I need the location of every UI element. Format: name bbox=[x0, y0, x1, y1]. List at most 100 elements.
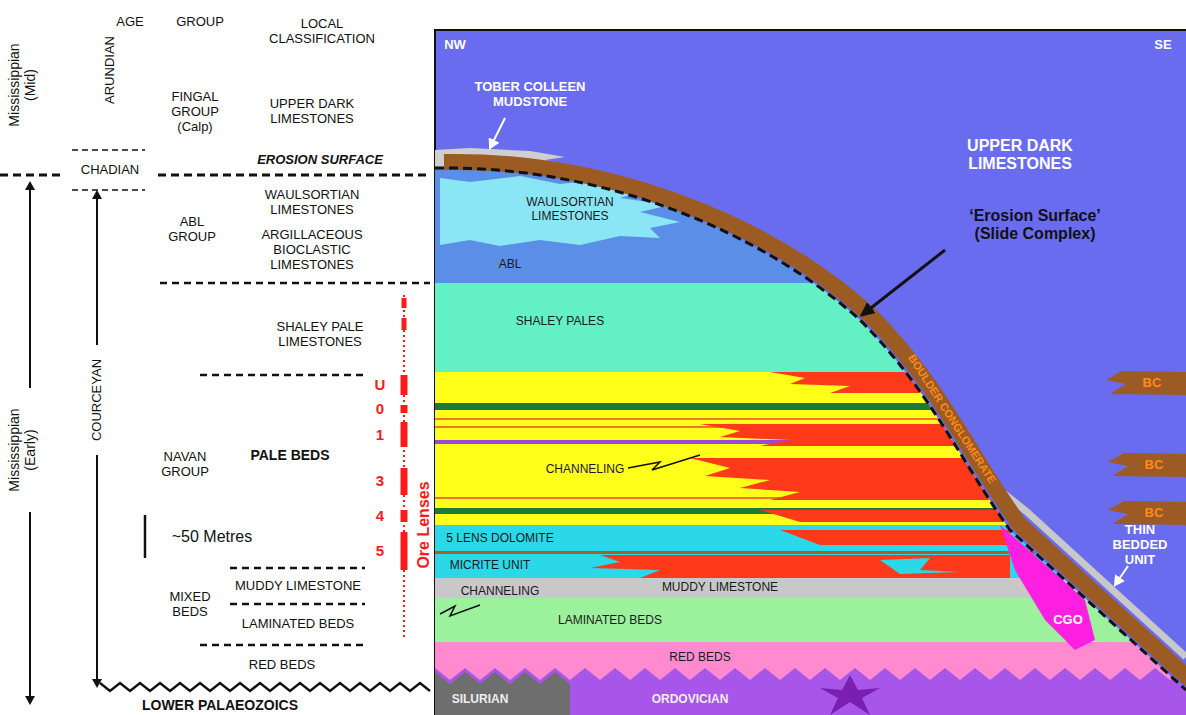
left-column-lines bbox=[230, 567, 365, 570]
layer-label: 1 bbox=[376, 426, 384, 443]
layer-label: TOBER COLLEEN MUDSTONE bbox=[470, 80, 590, 110]
layer-label: CGO bbox=[1053, 613, 1083, 628]
left-column-lines bbox=[29, 512, 31, 703]
erosion-surface bbox=[435, 168, 1186, 690]
layer-label: SE bbox=[1154, 38, 1171, 53]
layer-label: 3 bbox=[376, 472, 384, 489]
strata bbox=[435, 372, 1186, 525]
left-column-lines bbox=[0, 150, 430, 703]
left-column-lines bbox=[72, 189, 145, 191]
layer-label: ARGILLACEOUS BIOCLASTIC LIMESTONES bbox=[255, 228, 370, 273]
ore-lens-bars bbox=[401, 422, 408, 447]
layer-label: RED BEDS bbox=[249, 658, 315, 673]
strata bbox=[440, 605, 480, 616]
layer-label: SHALEY PALE LIMESTONES bbox=[260, 320, 380, 350]
left-column-lines bbox=[96, 455, 98, 686]
leader-arrows bbox=[1115, 566, 1128, 585]
left-column-lines bbox=[160, 282, 430, 285]
ore-lens-bars bbox=[403, 295, 405, 640]
strata bbox=[690, 458, 1010, 500]
layer-label: CHADIAN bbox=[81, 163, 140, 178]
left-column-lines bbox=[0, 174, 62, 177]
left-column-lines bbox=[29, 183, 31, 388]
layer-label: PALE BEDS bbox=[250, 447, 329, 463]
ore-lens-bars bbox=[401, 375, 408, 395]
layer-label: UPPER DARK LIMESTONES bbox=[950, 137, 1090, 174]
leader-arrows bbox=[490, 118, 505, 148]
strata bbox=[590, 555, 1010, 578]
left-column-lines bbox=[96, 192, 98, 345]
strata bbox=[760, 510, 1010, 522]
bc-fingers bbox=[1108, 453, 1186, 477]
layer-label: BC bbox=[1145, 506, 1164, 521]
ore-lens-bars bbox=[402, 298, 407, 308]
thin-bedded-unit bbox=[990, 482, 1186, 657]
layer-label: MUDDY LIMESTONE bbox=[235, 579, 361, 594]
leader-arrows bbox=[862, 250, 945, 315]
layer-label: COURCEYAN bbox=[90, 359, 105, 441]
strata bbox=[770, 372, 1010, 393]
layer-label: SILURIAN bbox=[452, 693, 509, 707]
layer-label: 0 bbox=[376, 400, 384, 417]
bc-fingers bbox=[1106, 371, 1186, 525]
strata bbox=[628, 455, 700, 470]
ore-lens-bars bbox=[404, 295, 405, 640]
layer-label: WAULSORTIAN LIMESTONES bbox=[247, 188, 377, 218]
layer-label: BC bbox=[1143, 376, 1162, 391]
layer-label: Mississippian (Early) bbox=[6, 388, 38, 513]
layer-label: RED BEDS bbox=[669, 651, 730, 665]
left-column-lines bbox=[230, 603, 365, 606]
layer-label: ABL bbox=[499, 258, 522, 272]
strata bbox=[880, 558, 960, 574]
layer-label: BC bbox=[1145, 458, 1164, 473]
layer-label: LOWER PALAEOZOICS bbox=[142, 697, 298, 713]
left-column-lines bbox=[72, 149, 145, 151]
strata bbox=[435, 403, 1186, 410]
ore-lens-bars bbox=[401, 532, 408, 570]
layer-label: 4 bbox=[376, 507, 384, 524]
layer-label: MICRITE UNIT bbox=[450, 559, 531, 573]
strata bbox=[435, 140, 1186, 715]
layer-label: GROUP bbox=[176, 15, 224, 30]
layer-label: MUDDY LIMESTONE bbox=[662, 581, 778, 595]
layer-label: ABL GROUP bbox=[162, 215, 222, 245]
ore-lens-bars bbox=[401, 405, 408, 413]
layer-label: Mississippian (Mid) bbox=[6, 30, 38, 140]
layer-label: SHALEY PALES bbox=[516, 315, 604, 329]
strata bbox=[780, 530, 1010, 545]
layer-label: AGE bbox=[116, 15, 143, 30]
left-column-lines bbox=[200, 374, 365, 377]
ore-lens-bars bbox=[401, 468, 408, 495]
layer-label: LAMINATED BEDS bbox=[242, 617, 354, 632]
ore-lens-bars bbox=[402, 318, 407, 330]
left-column-lines bbox=[144, 515, 147, 558]
layer-label: ARUNDIAN bbox=[103, 36, 118, 104]
layer-label: U bbox=[375, 376, 386, 393]
upper-dark-limestones bbox=[435, 30, 1186, 715]
layer-label: 5 bbox=[376, 542, 384, 559]
strata bbox=[435, 283, 1186, 372]
layer-label: WAULSORTIAN LIMESTONES bbox=[515, 196, 625, 224]
layer-label: THIN BEDDED UNIT bbox=[1099, 523, 1181, 568]
layer-label: MIXED BEDS bbox=[160, 590, 220, 620]
layer-label: CHANNELING bbox=[546, 463, 625, 477]
bc-fingers bbox=[1108, 501, 1186, 525]
bc-fingers bbox=[1106, 371, 1186, 395]
strata bbox=[435, 668, 1186, 715]
layer-label: ~50 Metres bbox=[172, 528, 252, 546]
left-column-lines bbox=[200, 644, 365, 647]
layer-label: UPPER DARK LIMESTONES bbox=[257, 97, 367, 127]
layer-label: LOCAL CLASSIFICATION bbox=[257, 17, 387, 47]
layer-label: LAMINATED BEDS bbox=[558, 614, 662, 628]
left-column-lines bbox=[158, 174, 430, 177]
boulder-conglomerate bbox=[444, 162, 1186, 684]
layer-label: 5 LENS DOLOMITE bbox=[446, 532, 553, 546]
layer-label: CHANNELING bbox=[461, 585, 540, 599]
left-column-lines bbox=[100, 683, 430, 691]
layer-label: Ore Lenses bbox=[415, 481, 433, 568]
leader-arrows bbox=[490, 118, 1128, 585]
layer-label: ORDOVICIAN bbox=[652, 693, 729, 707]
ore-lens-bars bbox=[401, 510, 408, 522]
strata bbox=[820, 675, 880, 715]
